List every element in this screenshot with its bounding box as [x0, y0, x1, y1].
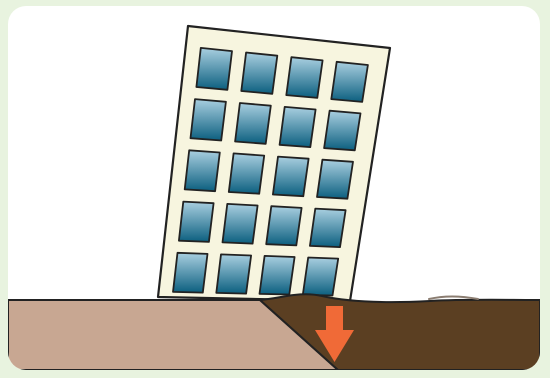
- building-subsidence-illustration: [8, 24, 540, 370]
- window-icon: [285, 56, 324, 99]
- soft-ground-highlight: [428, 295, 479, 300]
- window-icon: [316, 158, 354, 200]
- window-icon: [265, 205, 303, 247]
- firm-ground: [8, 299, 340, 370]
- illustration-card: [8, 6, 540, 370]
- window-icon: [177, 200, 215, 243]
- window-icon: [215, 253, 253, 295]
- window-icon: [308, 207, 347, 249]
- window-icon: [301, 256, 340, 297]
- window-icon: [240, 51, 279, 95]
- window-icon: [195, 47, 233, 91]
- window-icon: [227, 152, 266, 195]
- down-arrow-icon: [315, 306, 354, 362]
- window-icon: [330, 60, 369, 103]
- building: [156, 24, 392, 303]
- window-icon: [323, 109, 362, 152]
- ground: [8, 293, 540, 370]
- window-icon: [278, 106, 317, 149]
- window-icon: [183, 149, 221, 193]
- window-icon: [258, 254, 296, 296]
- window-icon: [172, 251, 209, 294]
- window-icon: [221, 202, 259, 245]
- window-icon: [271, 155, 310, 198]
- window-icon: [189, 98, 227, 142]
- window-icon: [234, 102, 272, 145]
- window-grid: [172, 47, 369, 297]
